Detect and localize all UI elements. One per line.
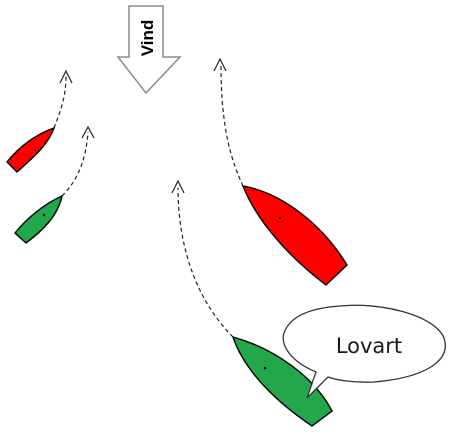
small-green-boat-hull [14,194,63,244]
large-red-boat [213,57,348,286]
large-green-boat-hull [231,335,333,427]
course-arrow-icon [59,69,73,84]
small-red-boat [6,69,73,173]
wind-label: Vind [138,20,157,57]
small-red-boat-course [53,75,67,129]
small-red-boat-hull [6,126,56,173]
large-red-boat-course [220,65,244,187]
large-red-boat-hull [241,185,348,286]
large-green-boat [171,179,333,427]
speech-bubble-icon: Lovart [282,304,446,399]
small-green-boat-course [61,131,89,197]
course-arrow-icon [213,57,227,72]
course-arrow-icon [81,125,95,139]
wind-arrow-icon: Vind [116,5,182,95]
callout-label: Lovart [336,334,402,358]
small-green-boat [14,125,95,244]
course-arrow-icon [171,179,185,194]
large-green-boat-course [177,187,234,338]
